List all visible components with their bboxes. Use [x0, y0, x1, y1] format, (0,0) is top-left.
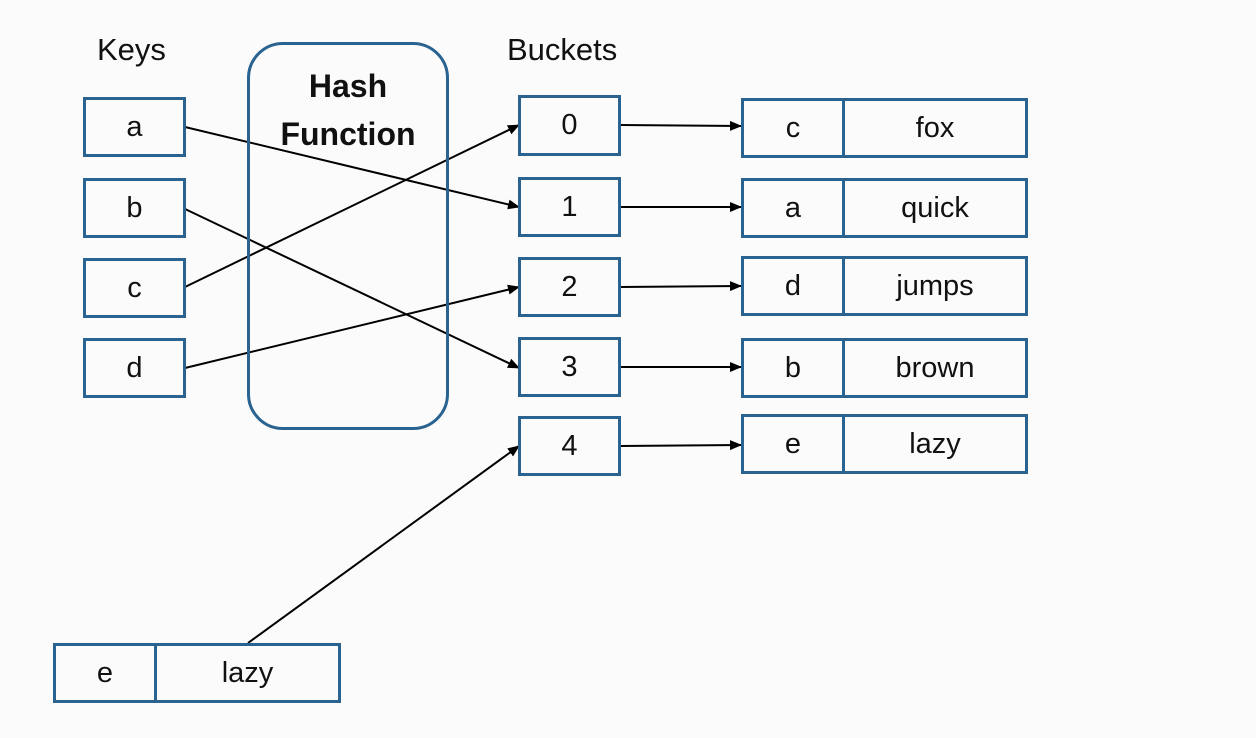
bucket-box-0: 0 — [518, 95, 621, 156]
bucket-box-2: 2 — [518, 257, 621, 317]
entry-value-2: jumps — [842, 256, 1028, 316]
arrow-key-b-to-bucket-3 — [184, 208, 520, 369]
arrow-bucket-2-to-entry — [619, 281, 742, 292]
bucket-box-4: 4 — [518, 416, 621, 476]
entry-value-1: quick — [842, 178, 1028, 238]
entry-key-1: a — [741, 178, 845, 238]
key-box-c: c — [83, 258, 186, 318]
keys-heading: Keys — [97, 32, 166, 67]
hash-function-label: Hash Function — [247, 62, 449, 158]
entry-value-4: lazy — [842, 414, 1028, 474]
key-box-a: a — [83, 97, 186, 157]
hash-function-box — [247, 42, 449, 430]
entry-key-4: e — [741, 414, 845, 474]
key-box-d: d — [83, 338, 186, 398]
entry-value-0: fox — [842, 98, 1028, 158]
arrow-key-a-to-bucket-1 — [184, 126, 520, 210]
new-entry-value: lazy — [154, 643, 341, 703]
entry-value-3: brown — [842, 338, 1028, 398]
entry-key-2: d — [741, 256, 845, 316]
key-box-b: b — [83, 178, 186, 238]
arrow-key-c-to-bucket-0 — [184, 124, 520, 288]
arrow-new-entry-to-bucket-4 — [247, 445, 520, 644]
arrow-bucket-0-to-entry — [619, 120, 742, 131]
hash-function-line2: Function — [280, 116, 416, 152]
arrow-key-d-to-bucket-2 — [184, 284, 520, 369]
bucket-box-1: 1 — [518, 177, 621, 237]
hash-function-line1: Hash — [308, 68, 388, 104]
buckets-heading: Buckets — [507, 32, 618, 67]
new-entry-key: e — [53, 643, 157, 703]
bucket-box-3: 3 — [518, 337, 621, 397]
arrow-bucket-4-to-entry — [619, 440, 742, 451]
entry-key-0: c — [741, 98, 845, 158]
entry-key-3: b — [741, 338, 845, 398]
